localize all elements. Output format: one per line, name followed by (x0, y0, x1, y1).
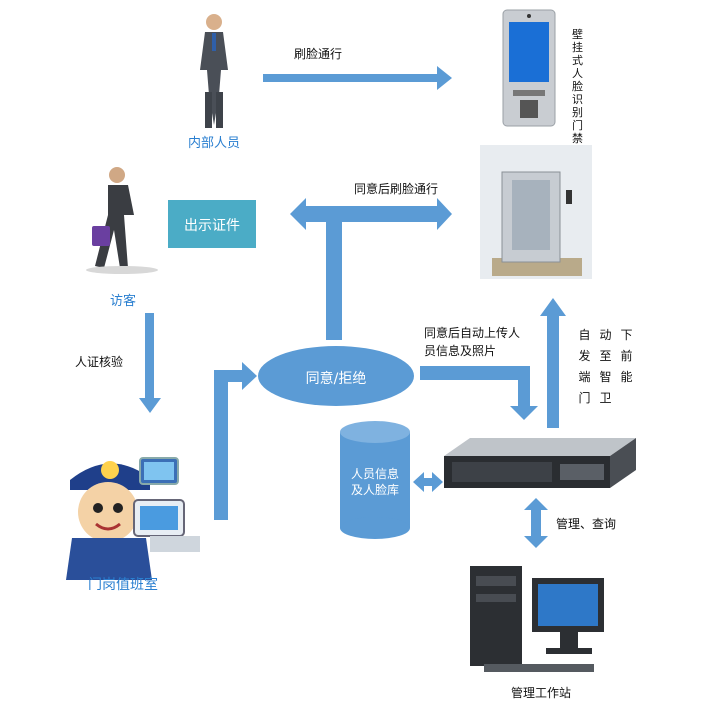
auto-dispatch-char: 门 (578, 391, 591, 405)
manage-query-label: 管理、查询 (556, 517, 617, 531)
turnstile-gate-figure (480, 145, 592, 279)
auto-dispatch-label: 自动下 发至前 端智能 门卫 (577, 326, 634, 406)
decision-text: 同意/拒绝 (305, 371, 367, 387)
staff-figure (200, 14, 228, 128)
arrows-layer (139, 66, 566, 548)
staff-label: 内部人员 (188, 136, 241, 151)
visitor-figure (86, 167, 158, 274)
auto-dispatch-char: 前 (620, 349, 633, 363)
arrow-id-verify (139, 313, 161, 413)
arrow-face-pass (263, 66, 452, 90)
visitor-label: 访客 (110, 294, 137, 309)
duty-room-label: 门岗值班室 (88, 577, 158, 593)
auto-dispatch-char: 至 (599, 349, 612, 363)
auto-dispatch-char: 智 (599, 370, 612, 384)
arrow-dispatch-to-gate (540, 298, 566, 428)
decision-node (258, 346, 414, 406)
auto-dispatch-char: 卫 (599, 391, 612, 405)
id-verify-label: 人证核验 (75, 355, 124, 369)
wall-device-figure (502, 9, 556, 127)
auto-dispatch-char: 发 (578, 349, 591, 363)
auto-upload-label: 同意后自动上传人员信息及照片 (424, 326, 521, 358)
server-figure (444, 438, 636, 488)
show-id-box (168, 200, 256, 248)
workstation-label: 管理工作站 (511, 686, 572, 700)
auto-dispatch-char: 端 (578, 370, 591, 384)
arrow-consent-face-pass (290, 198, 452, 340)
arrow-duty-to-decision (214, 362, 257, 520)
arrow-upload-to-server (420, 366, 538, 420)
auto-dispatch-char: 下 (620, 328, 633, 342)
show-id-text: 出示证件 (184, 218, 240, 234)
arrow-server-workstation (524, 498, 548, 548)
workstation-figure (470, 566, 604, 672)
database-cylinder (340, 421, 410, 539)
auto-dispatch-char: 动 (599, 328, 612, 342)
database-text: 人员信息及人脸库 (350, 467, 399, 497)
guard-figure (66, 457, 200, 580)
face-pass-label: 刷脸通行 (294, 47, 343, 61)
auto-dispatch-char: 自 (578, 328, 591, 342)
arrow-db-server (413, 472, 443, 492)
consent-face-pass-label: 同意后刷脸通行 (354, 182, 439, 196)
wall-device-label: 壁挂式人脸识别门禁 (572, 28, 583, 145)
auto-dispatch-char: 能 (620, 370, 633, 384)
